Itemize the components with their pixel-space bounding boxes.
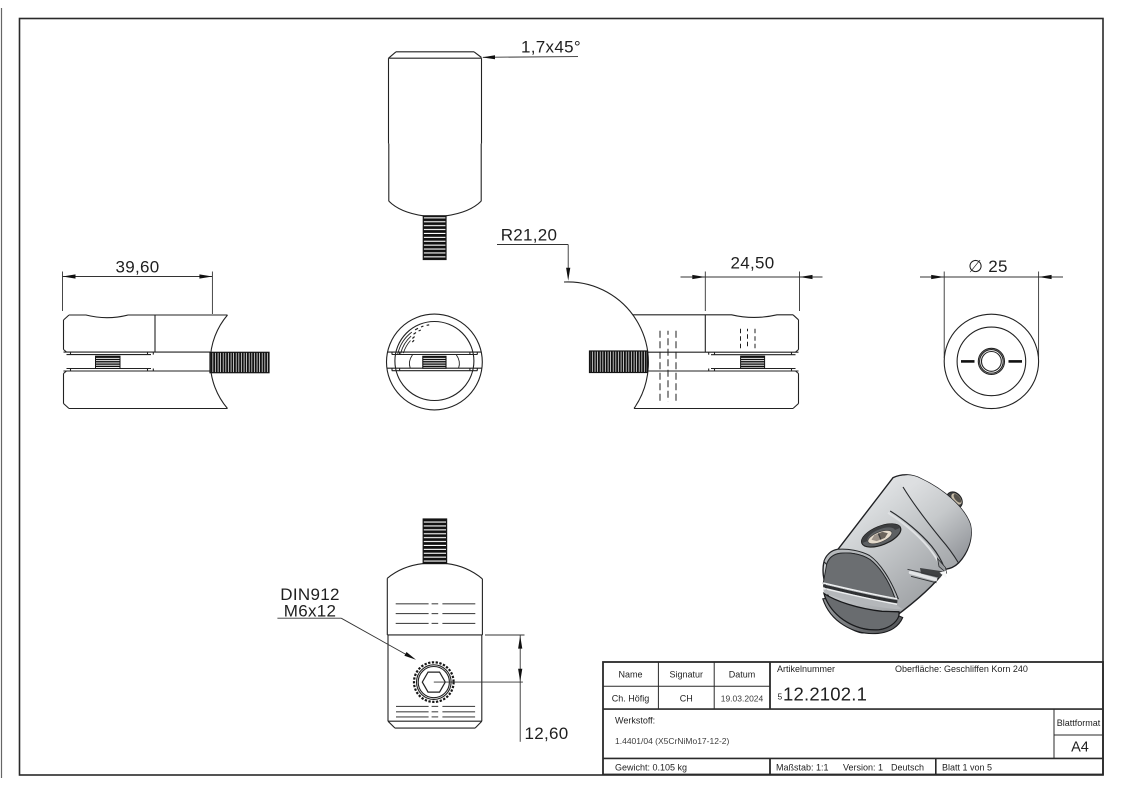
svg-text:12,60: 12,60	[525, 724, 569, 743]
svg-text:DIN912: DIN912	[280, 585, 339, 604]
svg-text:R21,20: R21,20	[501, 226, 558, 245]
svg-text:Deutsch: Deutsch	[891, 763, 924, 773]
svg-text:1,7x45°: 1,7x45°	[521, 38, 581, 57]
svg-text:39,60: 39,60	[115, 258, 159, 277]
svg-text:5: 5	[778, 692, 783, 702]
svg-text:Oberfläche: Geschliffen Korn: Oberfläche: Geschliffen Korn 240	[895, 664, 1028, 674]
svg-text:24,50: 24,50	[730, 254, 774, 273]
svg-text:Name: Name	[618, 670, 642, 680]
svg-text:Gewicht: 0.105 kg: Gewicht: 0.105 kg	[615, 763, 687, 773]
svg-text:Artikelnummer: Artikelnummer	[777, 664, 835, 674]
svg-text:A4: A4	[1071, 740, 1089, 756]
svg-text:Ch. Höfig: Ch. Höfig	[612, 694, 650, 704]
svg-text:1.4401/04 (X5CrNiMo17-12-2): 1.4401/04 (X5CrNiMo17-12-2)	[615, 736, 730, 746]
svg-text:∅ 25: ∅ 25	[968, 257, 1008, 276]
svg-text:CH: CH	[680, 694, 693, 704]
svg-text:Version: 1: Version: 1	[843, 763, 883, 773]
svg-text:Maßstab: 1:1: Maßstab: 1:1	[776, 763, 829, 773]
svg-text:Signatur: Signatur	[670, 670, 704, 680]
svg-text:M6x12: M6x12	[284, 602, 337, 621]
svg-text:Datum: Datum	[729, 670, 756, 680]
svg-text:19.03.2024: 19.03.2024	[721, 694, 764, 704]
svg-text:Blattformat: Blattformat	[1057, 718, 1101, 728]
svg-text:Blatt 1 von 5: Blatt 1 von 5	[942, 763, 992, 773]
svg-text:Werkstoff:: Werkstoff:	[615, 716, 655, 726]
svg-text:12.2102.1: 12.2102.1	[783, 684, 867, 705]
